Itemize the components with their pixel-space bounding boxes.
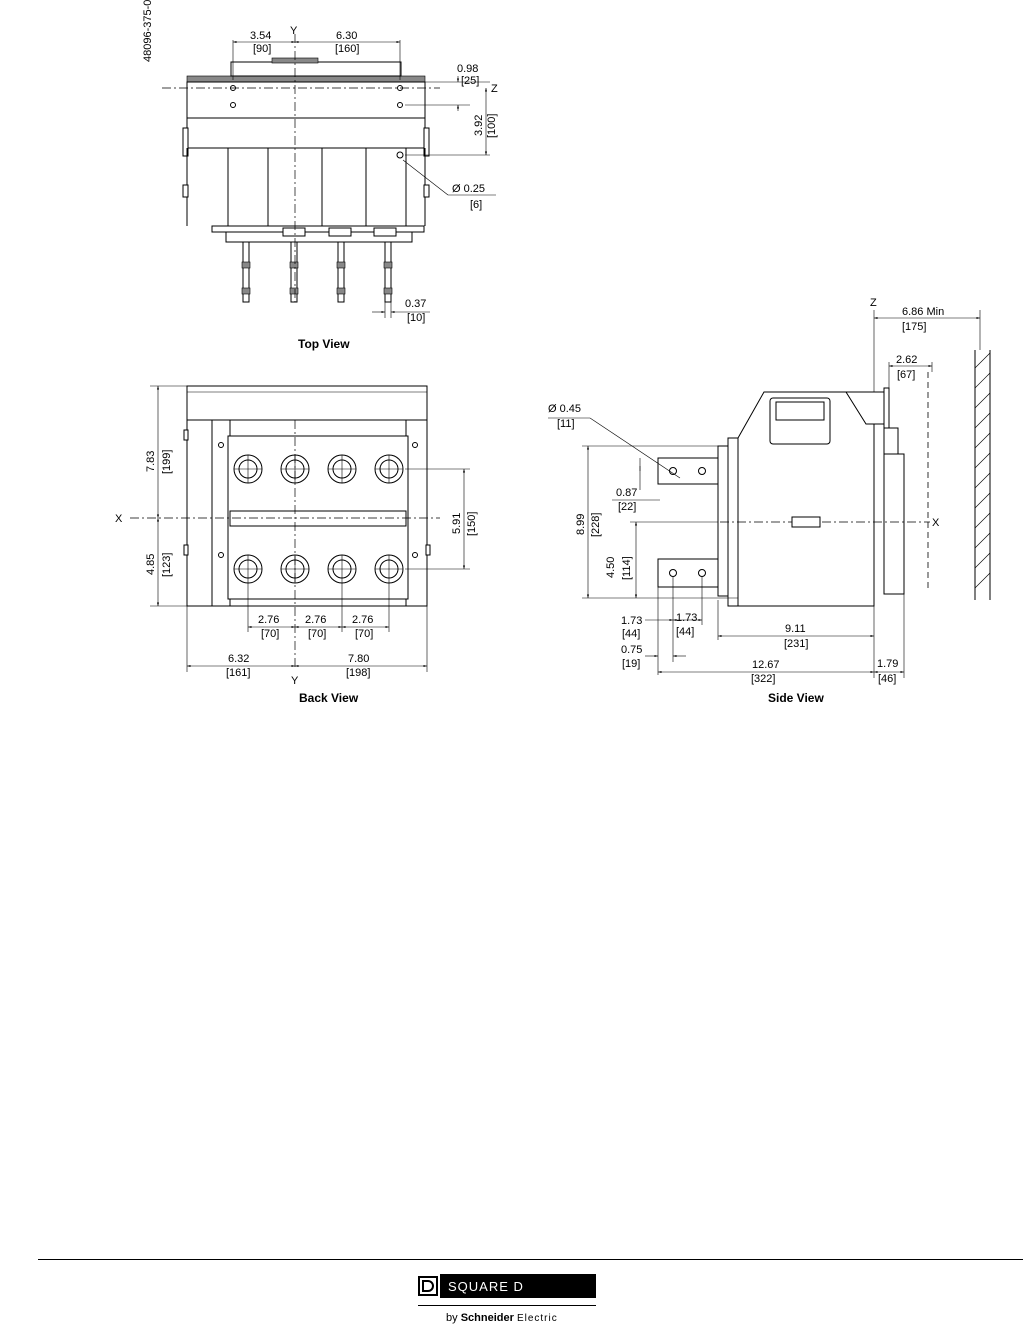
dim-0-75: 0.75 [621, 644, 642, 656]
dim-6-86-mm: [175] [902, 321, 926, 333]
dim-12-67-mm: [322] [751, 673, 775, 685]
dim-pitch-1: 2.76 [258, 614, 279, 626]
dim-0-98: 0.98 [457, 63, 478, 75]
dim-3-92: 3.92 [473, 115, 485, 136]
axis-x-back: X [115, 513, 123, 525]
dim-1-79: 1.79 [877, 658, 898, 670]
dim-pitch-1-mm: [70] [261, 628, 279, 640]
dim-7-80: 7.80 [348, 653, 369, 665]
dim-1-79-mm: [46] [878, 673, 896, 685]
square-d-mark-icon [418, 1276, 438, 1296]
logo-rule [418, 1305, 596, 1306]
dim-pitch-3-mm: [70] [355, 628, 373, 640]
dim-4-85: 4.85 [145, 554, 157, 575]
byline-brand: Schneider [460, 1312, 514, 1324]
dim-3-54: 3.54 [250, 30, 271, 42]
hole-dia-side-mm: [11] [557, 418, 575, 430]
dim-9-11-mm: [231] [784, 638, 808, 650]
dim-1-73-a-mm: [44] [622, 628, 640, 640]
dim-5-91: 5.91 [451, 513, 463, 534]
dim-2-62-mm: [67] [897, 369, 915, 381]
dim-4-50: 4.50 [605, 557, 617, 578]
dim-3-54-mm: [90] [253, 43, 271, 55]
dim-0-87: 0.87 [616, 487, 637, 499]
axis-z-side: Z [870, 297, 877, 309]
dim-8-99: 8.99 [575, 514, 587, 535]
dim-3-92-mm: [100] [486, 114, 498, 138]
caption-side-view: Side View [768, 691, 824, 705]
dim-6-30: 6.30 [336, 30, 357, 42]
axis-z-top: Z [491, 83, 498, 95]
dim-2-62: 2.62 [896, 354, 917, 366]
byline-by: by [446, 1312, 458, 1324]
side-view: X Z 6.86 Min [175] 2.62 [6 [548, 297, 991, 705]
dim-12-67: 12.67 [752, 659, 780, 671]
dim-0-87-mm: [22] [618, 501, 636, 513]
dim-0-37: 0.37 [405, 298, 426, 310]
dim-1-73-b-mm: [44] [676, 626, 694, 638]
top-view: Y 3.54 [90] 6.30 [160] 0.98 [25] Z 3.92 … [162, 25, 498, 351]
square-d-logo: SQUARE D [418, 1274, 596, 1298]
axis-y-top: Y [290, 25, 298, 37]
dim-7-80-mm: [198] [346, 667, 370, 679]
dim-8-99-mm: [228] [590, 513, 602, 537]
dim-0-98-mm: [25] [461, 75, 479, 87]
dim-1-73-b: 1.73 [676, 612, 697, 624]
byline-suffix: Electric [516, 1313, 558, 1324]
byline: by Schneider Electric [446, 1312, 558, 1324]
dim-0-75-mm: [19] [622, 658, 640, 670]
axis-x-side: X [932, 517, 940, 529]
dim-7-83: 7.83 [145, 451, 157, 472]
dim-9-11: 9.11 [785, 623, 806, 635]
dim-6-32-mm: [161] [226, 667, 250, 679]
dim-pitch-2-mm: [70] [308, 628, 326, 640]
hole-dia-top-mm: [6] [470, 199, 482, 211]
dim-5-91-mm: [150] [466, 512, 478, 536]
logo-text: SQUARE D [440, 1274, 596, 1298]
dim-1-73-a: 1.73 [621, 615, 642, 627]
dim-6-30-mm: [160] [335, 43, 359, 55]
dim-4-85-mm: [123] [161, 553, 173, 577]
footer-rule [38, 1259, 1023, 1260]
dim-pitch-2: 2.76 [305, 614, 326, 626]
back-view: X 7.83 [199] 4.85 [123] 5.91 [150] 2.76 … [115, 385, 478, 705]
dim-6-86: 6.86 Min [902, 306, 944, 318]
dim-6-32: 6.32 [228, 653, 249, 665]
axis-y-back: Y [291, 675, 299, 687]
hole-dia-side: Ø 0.45 [548, 403, 581, 415]
dim-0-37-mm: [10] [407, 312, 425, 324]
caption-top-view: Top View [298, 337, 350, 351]
hole-dia-top: Ø 0.25 [452, 183, 485, 195]
dim-pitch-3: 2.76 [352, 614, 373, 626]
dim-7-83-mm: [199] [161, 450, 173, 474]
dim-4-50-mm: [114] [621, 556, 633, 580]
drawing-number: 48096-375-01 [142, 0, 154, 62]
caption-back-view: Back View [299, 691, 359, 705]
